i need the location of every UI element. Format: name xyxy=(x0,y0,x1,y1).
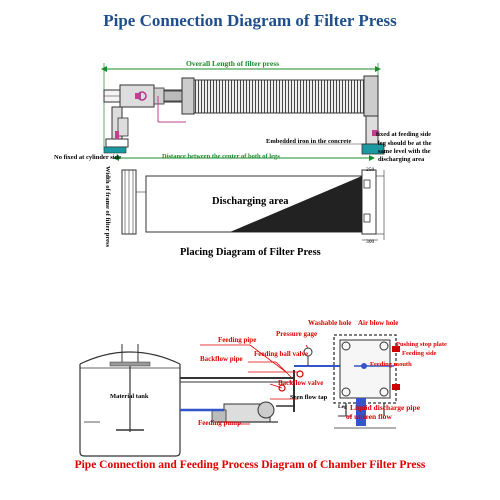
seen-flow-tap-label: Seen flow tap xyxy=(290,394,328,401)
feeding-pump xyxy=(211,401,278,423)
feeding-ball-valve-label: Feeding ball valve xyxy=(254,350,309,358)
liquid-discharge-pipe xyxy=(356,398,366,426)
pushing-stop-plate-label: Pushing stop plate xyxy=(396,341,447,348)
liquid-discharge-pipe-label: Liquid discharge pipe xyxy=(350,403,421,412)
backflow-valve-label: Backflow valve xyxy=(278,379,324,387)
feeding-pump-label: Feeding pump xyxy=(198,419,241,427)
overall-length-label: Overall Length of filter press xyxy=(186,59,280,68)
no-fixed-cylinder-label: No fixed at cylinder side xyxy=(54,154,122,161)
fixed-feeding-side-label: fixed at feeding side xyxy=(376,131,432,138)
filter-plate-stack xyxy=(193,79,365,114)
red-leader-lines xyxy=(200,344,309,425)
dim-300-label: 300 xyxy=(366,239,375,245)
discharging-area-label: Discharging area xyxy=(212,196,289,207)
leg-level-note-3: discharging area xyxy=(378,156,425,163)
feeding-mouth-label: Feeding mouth xyxy=(370,361,412,368)
dim-250-label: 250 xyxy=(366,167,375,173)
feeding-pipe-label: Feeding pipe xyxy=(218,336,257,344)
width-frame-label: Width of frame of filter press xyxy=(104,166,111,248)
cylinder-leg-block xyxy=(121,169,137,235)
tail-plate xyxy=(363,75,379,117)
feeding-side-label: Feeding side xyxy=(402,350,437,357)
feeding-ball-valve xyxy=(296,370,304,378)
head-plate xyxy=(181,77,195,115)
leg-label: Leg xyxy=(338,404,347,410)
leg-distance-label: Distance between the center of both of l… xyxy=(162,153,280,160)
backflow-pipe-label: Backflow pipe xyxy=(200,355,243,363)
bottom-title: Pipe Connection and Feeding Process Diag… xyxy=(74,459,426,471)
washable-hole-label: Washable hole xyxy=(308,319,352,327)
placing-diagram xyxy=(121,169,385,241)
feeding-process-diagram xyxy=(79,334,400,457)
leg-level-note-2: same level with the xyxy=(378,148,431,155)
material-tank-label: Material tank xyxy=(110,393,149,400)
material-tank xyxy=(79,344,181,457)
unseen-flow-label: of unseen flow xyxy=(346,412,392,421)
pressure-gage-label: Pressure gage xyxy=(276,330,318,338)
embedded-iron-label: Embedded iron in the concrete xyxy=(266,138,352,145)
leg-level-note-1: leg should be at the xyxy=(378,140,432,147)
embedded-iron xyxy=(103,146,127,154)
filter-press-end-view xyxy=(333,334,400,429)
page-title: Pipe Connection Diagram of Filter Press xyxy=(103,11,397,30)
air-blow-hole-label: Air blow hole xyxy=(358,319,399,327)
placing-diagram-title: Placing Diagram of Filter Press xyxy=(180,247,321,258)
filter-press-side-view xyxy=(101,63,385,161)
